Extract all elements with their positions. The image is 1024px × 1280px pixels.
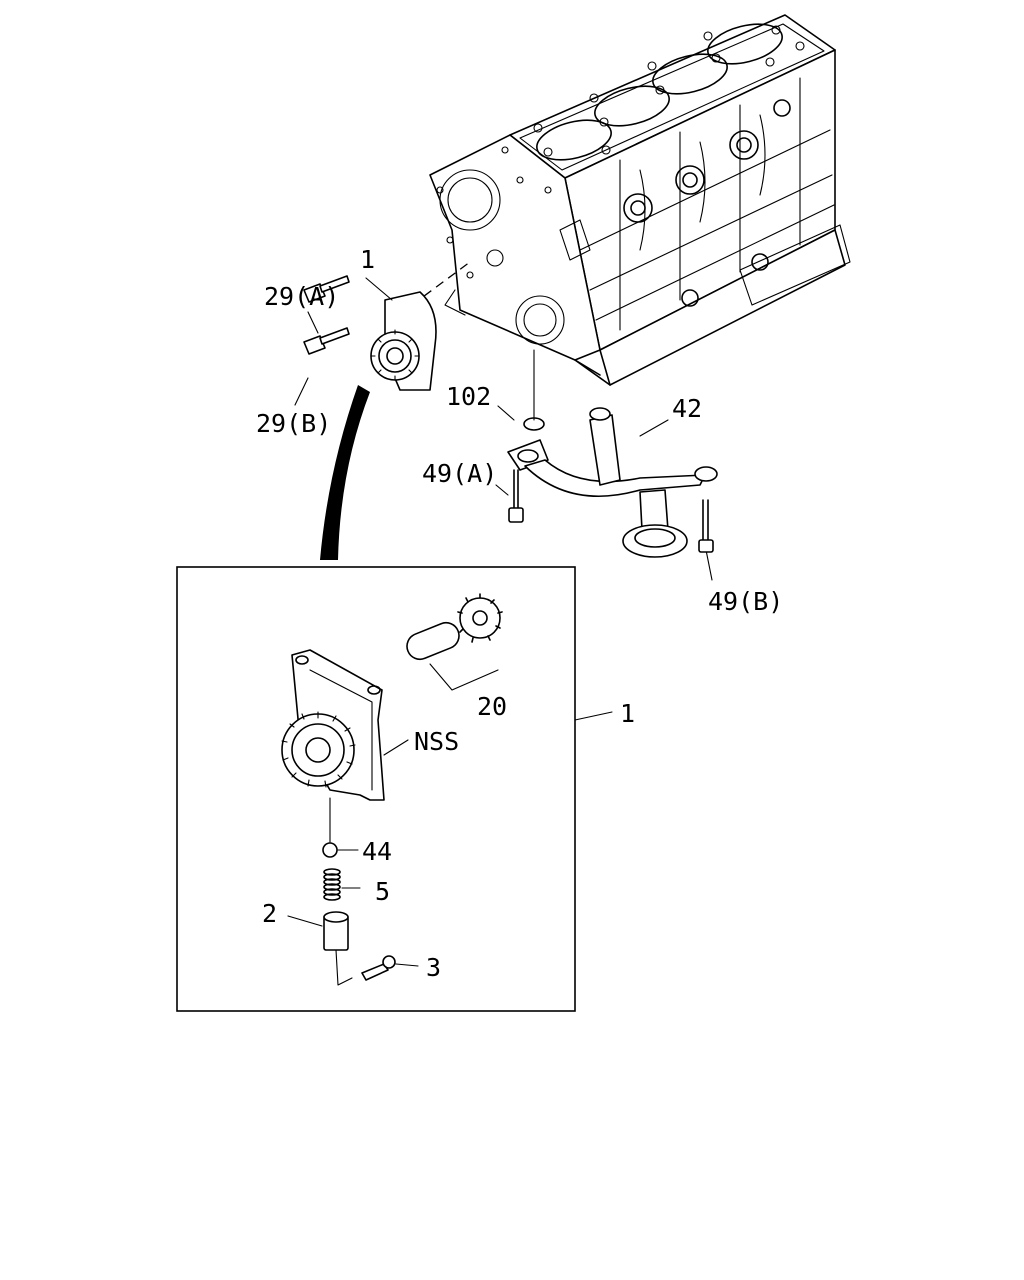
o-ring-102 [523,417,545,431]
leader-20 [429,663,499,691]
bolt-29a [303,327,350,355]
bolt-49a [508,469,524,523]
oil-pump-assembly [370,291,437,391]
engine-block [429,14,851,386]
callout-5: 5 [375,877,390,906]
alignment-dashed-line [411,261,471,306]
callout-49b: 49(B) [708,587,783,616]
callout-3: 3 [426,953,441,982]
callout-1-detail: 1 [620,699,635,728]
callout-42: 42 [672,394,702,423]
callout-29b: 29(B) [256,409,331,438]
spring-5 [323,868,341,901]
pump-body-nss [281,649,385,801]
plug-2 [323,911,349,951]
callout-49a: 49(A) [422,459,497,488]
bolt-49b [698,499,714,553]
leader-2 [287,915,323,927]
pin-3 [361,955,396,981]
oil-strainer-42 [507,407,718,558]
gear-20 [406,593,503,661]
detail-callout-leader [574,711,613,721]
bolt-29b [303,275,350,303]
callout-1-top: 1 [360,245,375,274]
detail-pointer-wedge [320,385,370,560]
leader-plug-pin [335,949,353,986]
callout-44: 44 [362,837,392,866]
detail-box [176,566,576,1012]
ball-44 [322,842,338,858]
callout-2: 2 [262,899,277,928]
callout-nss: NSS [414,727,459,756]
leader-3 [395,963,419,967]
callout-20: 20 [477,692,507,721]
leader-nss [383,739,409,756]
callout-102: 102 [446,382,491,411]
callout-29a: 29(A) [264,282,339,311]
leader-lines-top [294,277,713,581]
